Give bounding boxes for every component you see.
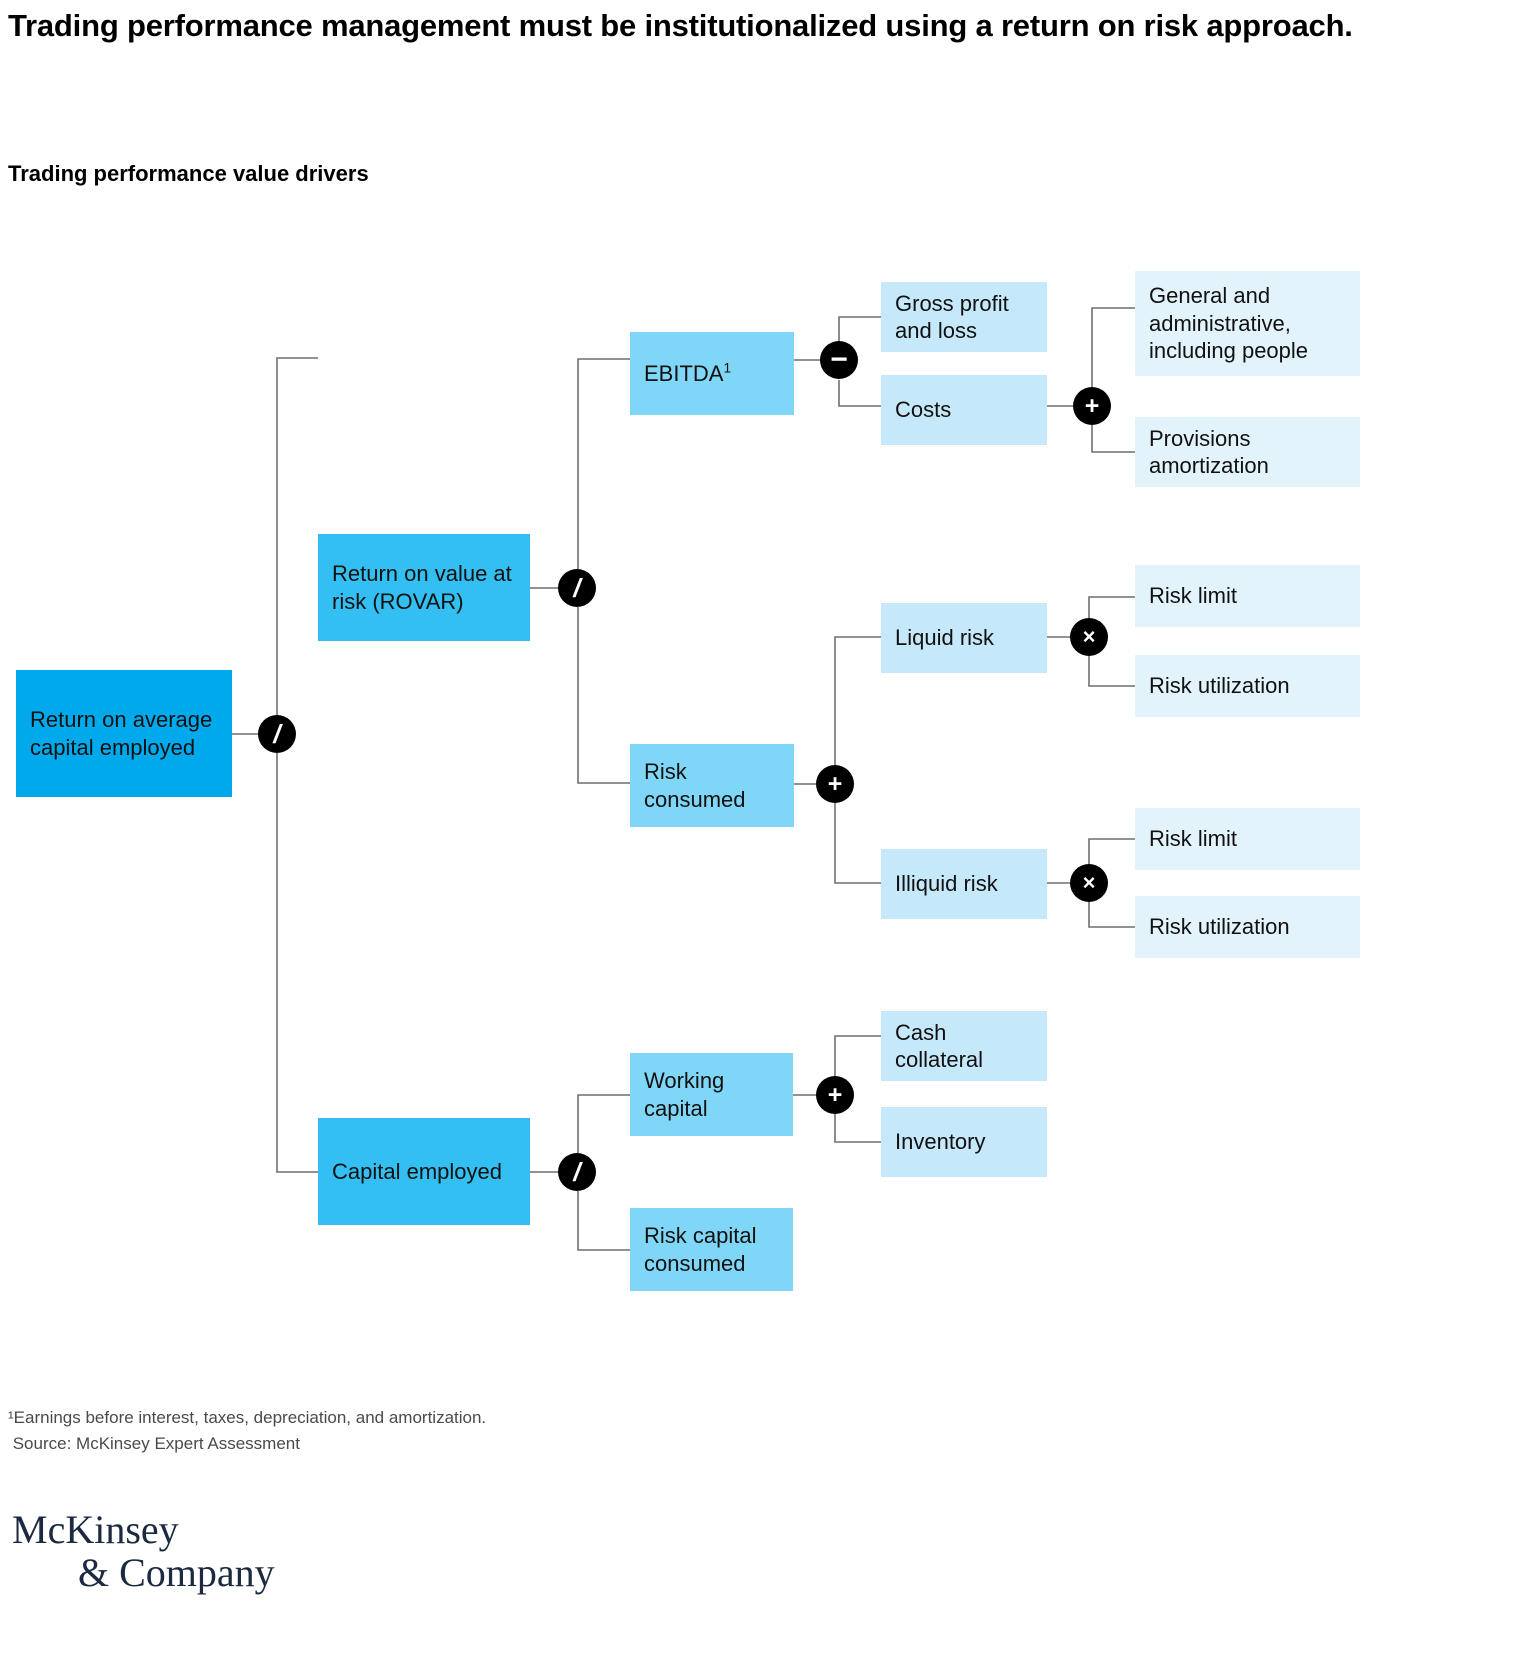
node-label: Working capital <box>644 1068 725 1121</box>
node-ebitda[interactable]: EBITDA1 <box>630 332 794 415</box>
node-inventory[interactable]: Inventory <box>881 1107 1047 1177</box>
node-label: Cash collateral <box>895 1019 984 1073</box>
node-label: Costs <box>895 397 952 423</box>
node-risk-capital-consumed[interactable]: Risk capital consumed <box>630 1208 793 1291</box>
node-label: Risk limit <box>1149 583 1237 609</box>
operator-multiply-liquid-risk[interactable]: × <box>1070 618 1108 656</box>
operator-plus-risk-consumed[interactable]: + <box>816 765 854 803</box>
mckinsey-logo: McKinsey & Company <box>12 1507 432 1596</box>
node-risk-consumed[interactable]: Risk consumed <box>630 744 794 827</box>
node-label: General and administrative, including pe… <box>1149 283 1309 364</box>
node-label: Capital employed <box>332 1158 502 1184</box>
footnote-1: ¹Earnings before interest, taxes, deprec… <box>8 1408 487 1427</box>
node-general-and-administrative[interactable]: General and administrative, including pe… <box>1135 271 1360 376</box>
node-label: Risk utilization <box>1149 673 1290 699</box>
source-line: Source: McKinsey Expert Assessment <box>8 1434 300 1454</box>
logo-line-1: McKinsey <box>12 1507 179 1552</box>
node-liquid-risk[interactable]: Liquid risk <box>881 603 1047 673</box>
node-risk-limit-illiquid[interactable]: Risk limit <box>1135 808 1360 870</box>
footnote-marker: 1 <box>723 360 732 376</box>
operator-minus-ebitda[interactable]: − <box>820 341 858 379</box>
node-cash-collateral[interactable]: Cash collateral <box>881 1011 1047 1081</box>
chart-subtitle: Trading performance value drivers <box>8 161 369 186</box>
page-title: Trading performance management must be i… <box>8 8 1353 43</box>
operator-divide-capital-employed[interactable]: / <box>558 1153 596 1191</box>
node-gross-profit-and-loss[interactable]: Gross profit and loss <box>881 282 1047 352</box>
connector-lines <box>232 307 1135 1251</box>
node-illiquid-risk[interactable]: Illiquid risk <box>881 849 1047 919</box>
node-working-capital[interactable]: Working capital <box>630 1053 793 1136</box>
operator-divide-rovar[interactable]: / <box>558 569 596 607</box>
logo-line-2: & Company <box>78 1550 275 1596</box>
node-label: Return on average capital employed <box>30 707 213 760</box>
operator-multiply-illiquid-risk[interactable]: × <box>1070 864 1108 902</box>
node-return-on-average-capital-employed[interactable]: Return on average capital employed <box>16 670 232 797</box>
node-label: Risk utilization <box>1149 914 1290 940</box>
node-label: Inventory <box>895 1129 986 1155</box>
node-label: Liquid risk <box>895 625 995 651</box>
node-label: Risk consumed <box>644 759 746 812</box>
node-label: Gross profit and loss <box>895 290 1009 344</box>
node-label: Provisions amortization <box>1149 425 1269 479</box>
footnotes: ¹Earnings before interest, taxes, deprec… <box>8 1405 1008 1458</box>
node-risk-utilization-illiquid[interactable]: Risk utilization <box>1135 896 1360 958</box>
node-risk-limit-liquid[interactable]: Risk limit <box>1135 565 1360 627</box>
operator-divide-roace[interactable]: / <box>258 715 296 753</box>
node-label: Illiquid risk <box>895 871 998 897</box>
node-label: Return on value at risk (ROVAR) <box>332 561 512 614</box>
node-label: EBITDA <box>644 360 724 386</box>
node-label: Risk limit <box>1149 826 1237 852</box>
node-rovar[interactable]: Return on value at risk (ROVAR) <box>318 534 530 641</box>
node-risk-utilization-liquid[interactable]: Risk utilization <box>1135 655 1360 717</box>
value-driver-tree: Return on average capital employed Retur… <box>0 225 1536 1345</box>
node-provisions-amortization[interactable]: Provisions amortization <box>1135 417 1360 487</box>
node-costs[interactable]: Costs <box>881 375 1047 445</box>
operator-plus-costs[interactable]: + <box>1073 387 1111 425</box>
node-capital-employed[interactable]: Capital employed <box>318 1118 530 1225</box>
operator-plus-working-capital[interactable]: + <box>816 1076 854 1114</box>
node-label: Risk capital consumed <box>644 1223 757 1276</box>
